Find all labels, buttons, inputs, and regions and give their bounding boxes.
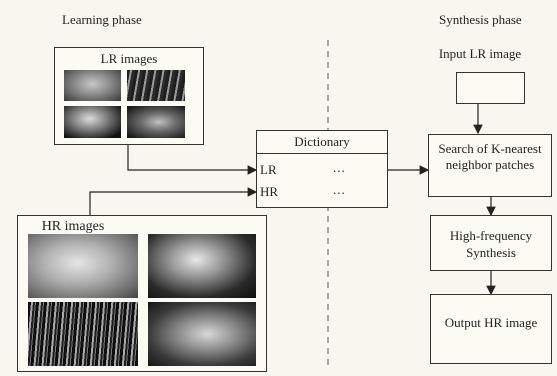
hr-thumb-wheat (28, 302, 138, 366)
input-lr-box (456, 72, 525, 104)
arrow-hr-to-dictionary (89, 187, 258, 215)
lr-thumb-child-face (64, 70, 121, 101)
lr-images-box: LR images (54, 47, 204, 145)
hr-thumb-child-face (28, 234, 138, 298)
hf-synthesis-box: High-frequency Synthesis (430, 215, 552, 271)
dictionary-lr-label: LR (260, 162, 277, 177)
dictionary-box: Dictionary LR HR ... ... (256, 130, 388, 208)
dictionary-lr-ellipsis: ... (333, 160, 346, 175)
output-hr-box: Output HR image (430, 294, 552, 364)
lr-thumb-clouds (64, 106, 121, 138)
hr-images-box: HR images (17, 215, 267, 372)
dictionary-title: Dictionary (294, 134, 350, 149)
hr-thumb-butterfly (148, 302, 256, 366)
dictionary-divider (257, 153, 387, 154)
search-knn-box: Search of K-nearest neighbor patches (428, 134, 552, 197)
dictionary-hr-ellipsis: ... (333, 182, 346, 197)
search-knn-label: Search of K-nearest neighbor patches (438, 141, 542, 172)
dictionary-hr-label: HR (260, 184, 279, 199)
lr-images-label: LR images (100, 51, 158, 66)
hr-images-label: HR images (41, 219, 105, 234)
arrow-lr-to-dictionary (127, 145, 258, 175)
hr-thumb-clouds (148, 234, 256, 298)
learning-phase-title: Learning phase (62, 12, 142, 27)
output-hr-label: Output HR image (444, 315, 538, 330)
hf-synthesis-label: High-frequency Synthesis (449, 228, 533, 260)
lr-thumb-wheat (127, 70, 185, 101)
synthesis-phase-title: Synthesis phase (439, 12, 522, 27)
input-lr-label: Input LR image (438, 46, 522, 61)
lr-thumb-butterfly (127, 106, 185, 138)
